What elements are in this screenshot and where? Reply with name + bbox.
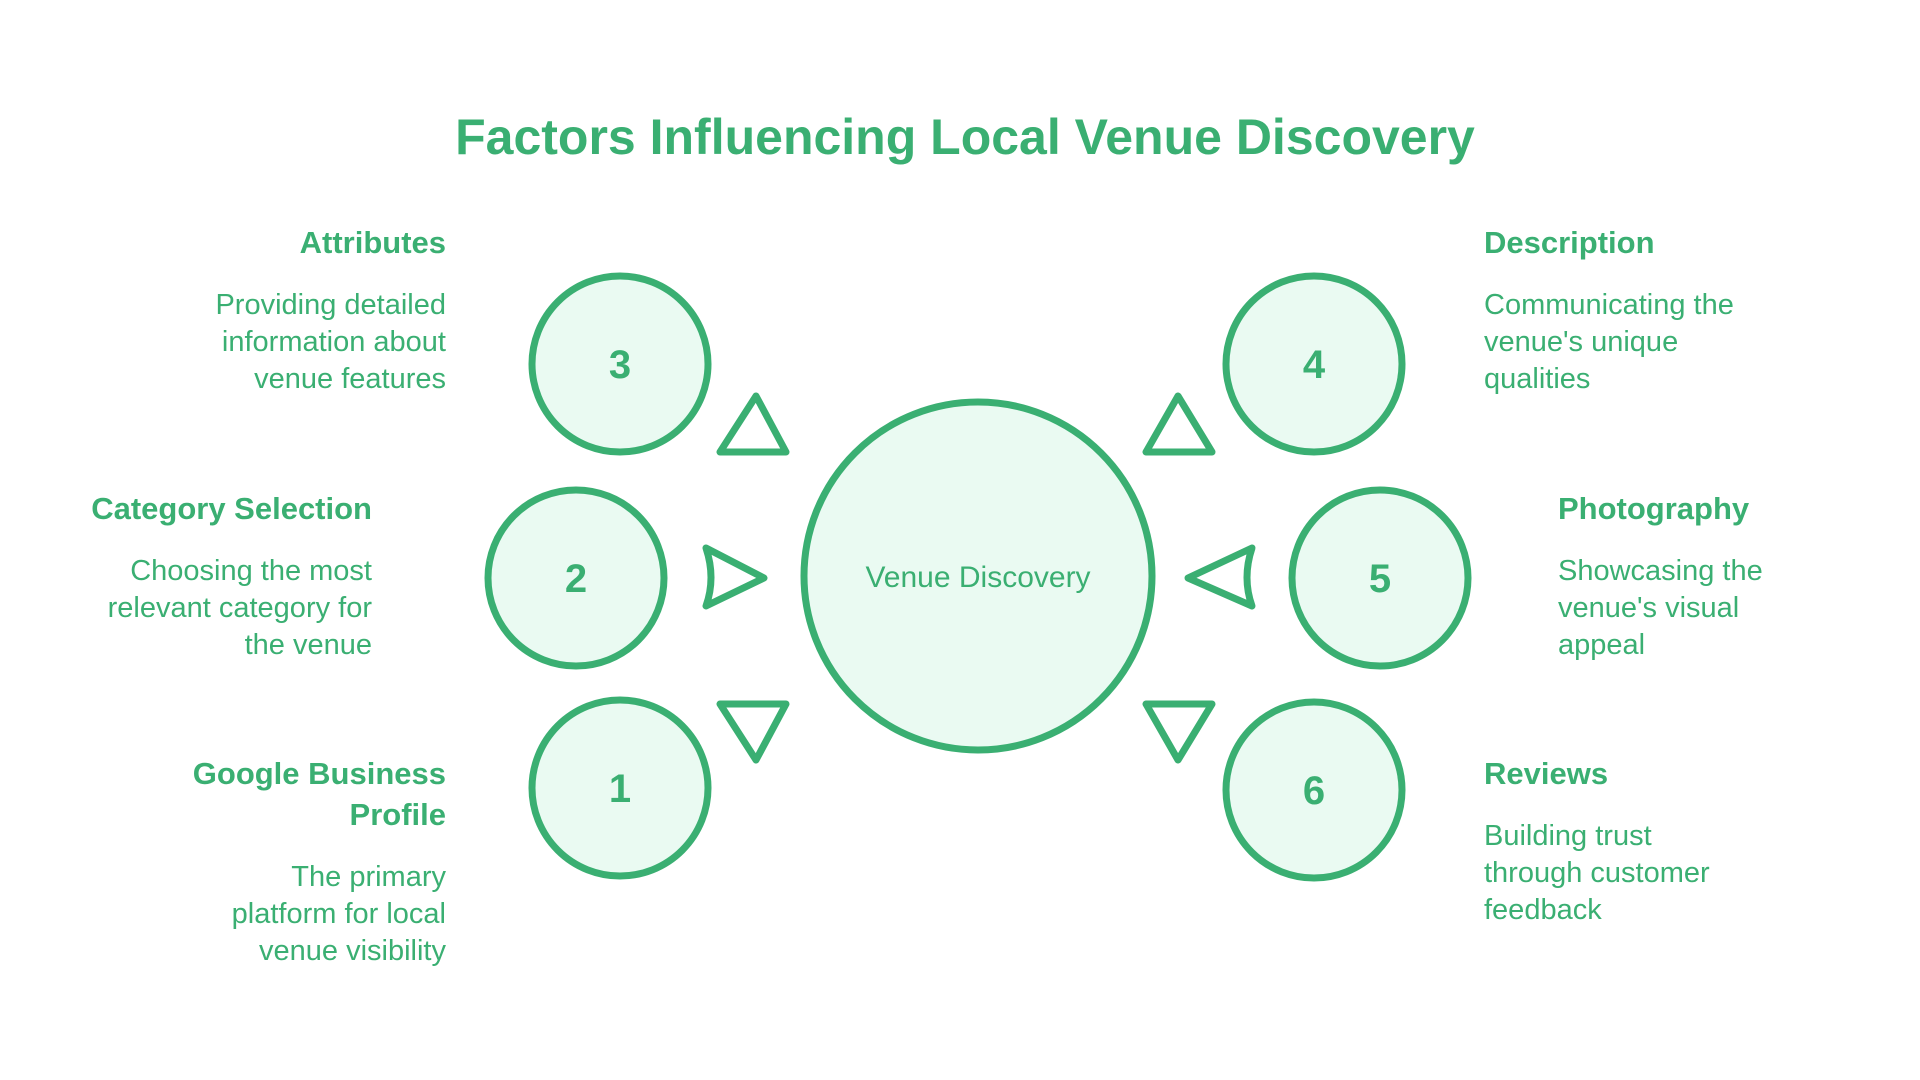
factor-photography: Photography Showcasing the venue's visua… — [1558, 488, 1878, 664]
factor-desc-6: Building trust through customer feedback — [1484, 820, 1710, 926]
node-number-5: 5 — [1369, 557, 1391, 601]
arrow-2-icon — [702, 544, 768, 610]
factor-desc-3: Providing detailed information about ven… — [215, 289, 446, 395]
factor-title-3: Attributes — [299, 225, 446, 260]
factor-desc-4: Communicating the venue's unique qualiti… — [1484, 289, 1734, 395]
factor-google-business-profile: Google Business Profile The primary plat… — [146, 753, 446, 970]
factor-description: Description Communicating the venue's un… — [1484, 222, 1804, 398]
arrow-1-icon — [716, 700, 790, 764]
center-label: Venue Discovery — [865, 561, 1090, 594]
arrow-3-icon — [716, 392, 790, 456]
node-circle-5 — [1288, 486, 1472, 670]
factor-attributes: Attributes Providing detailed informatio… — [86, 222, 446, 398]
diagram-title: Factors Influencing Local Venue Discover… — [455, 109, 1475, 165]
node-number-4: 4 — [1303, 343, 1326, 387]
factor-desc-1: The primary platform for local venue vis… — [231, 861, 446, 967]
factor-desc-5: Showcasing the venue's visual appeal — [1558, 555, 1763, 661]
factor-title-6: Reviews — [1484, 756, 1609, 791]
factor-desc-2: Choosing the most relevant category for … — [107, 555, 372, 661]
arrow-4-icon — [1142, 392, 1216, 456]
node-number-2: 2 — [565, 557, 587, 601]
node-circle-2 — [484, 486, 668, 670]
factor-title-2: Category Selection — [91, 491, 372, 526]
factor-title-1: Google Business Profile — [192, 756, 446, 832]
node-circle-6 — [1222, 698, 1406, 882]
node-circle-4 — [1222, 272, 1406, 456]
center-circle — [800, 398, 1156, 754]
factor-title-5: Photography — [1558, 491, 1750, 526]
node-circle-3 — [528, 272, 712, 456]
factor-reviews: Reviews Building trust through customer … — [1484, 753, 1804, 929]
node-number-6: 6 — [1303, 769, 1325, 813]
arrow-6-icon — [1142, 700, 1216, 764]
factor-title-4: Description — [1484, 225, 1655, 260]
node-circle-1 — [528, 696, 712, 880]
node-number-1: 1 — [609, 767, 631, 811]
factor-category-selection: Category Selection Choosing the most rel… — [52, 488, 372, 664]
arrow-5-icon — [1184, 544, 1256, 610]
node-number-3: 3 — [609, 343, 631, 387]
